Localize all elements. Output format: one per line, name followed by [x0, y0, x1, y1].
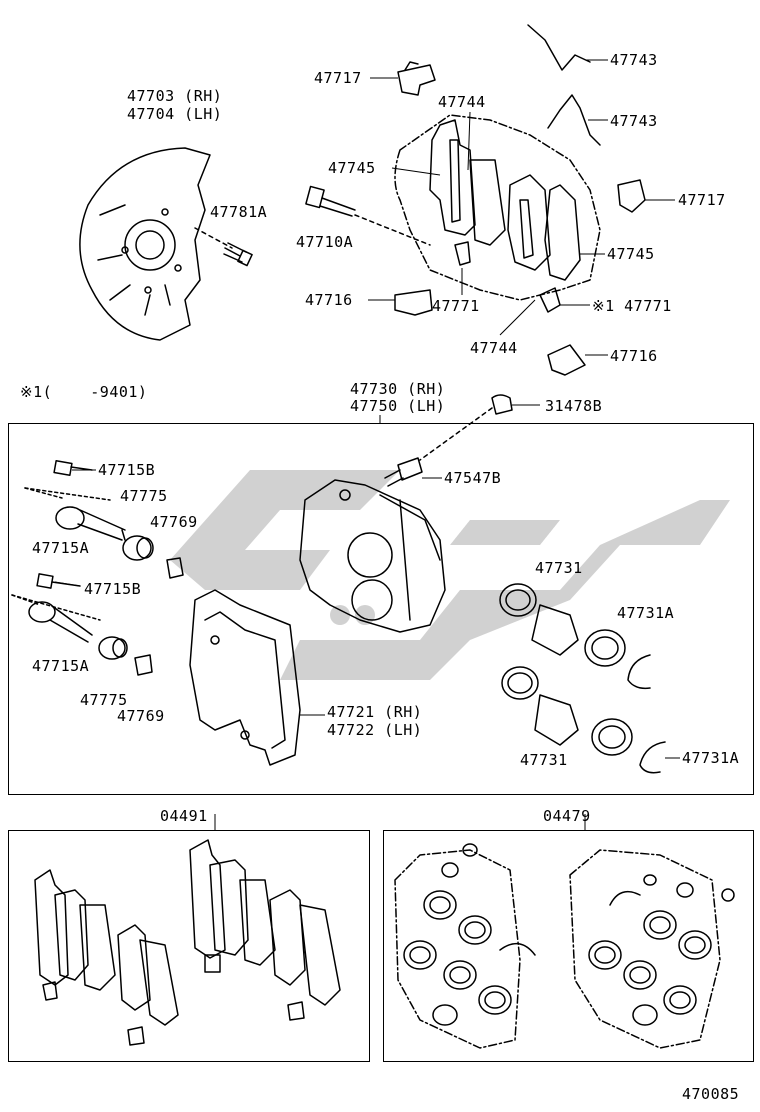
label-pad-lower: 47744 — [470, 339, 518, 357]
caliper-assembly-box — [8, 423, 754, 795]
piston-set-upper — [499, 583, 651, 690]
spring-47743-a — [527, 24, 591, 71]
boot-upper — [122, 535, 154, 561]
cap-31478b — [491, 394, 513, 415]
piston-set-lower — [501, 666, 666, 774]
label-spring-2: 47743 — [610, 112, 658, 130]
dust-shield — [79, 147, 211, 341]
label-pin-2: 47715A — [32, 657, 90, 675]
clip-47716-left — [394, 289, 433, 316]
seal-kit-box — [383, 830, 754, 1062]
label-kit-pads: 04491 — [160, 807, 208, 825]
label-ring-upper: 47731A — [617, 604, 675, 622]
label-clip-right: 47717 — [678, 191, 726, 209]
label-footnote: ※1( -9401) — [20, 383, 148, 401]
label-boot-1: 47775 — [120, 487, 168, 505]
label-bolt-shield: 47781A — [210, 203, 268, 221]
clip-47717-right — [617, 179, 646, 213]
brake-pads-upper — [429, 119, 581, 281]
diagram-id: 470085 — [682, 1085, 740, 1103]
caliper-body — [299, 479, 446, 633]
label-pin-bolt-1: 47715B — [98, 461, 156, 479]
leader-lines — [54, 59, 680, 830]
label-caliper-rh: 47730 (RH) — [350, 380, 446, 398]
label-mount-lh: 47722 (LH) — [327, 721, 423, 739]
label-bush-1: 47769 — [150, 513, 198, 531]
clip-47716-right — [547, 344, 586, 376]
spring-47743-b — [547, 94, 601, 146]
label-shim-right: 47745 — [607, 245, 655, 263]
guide-pin-upper — [55, 506, 126, 541]
label-clip-bottom-left: 47716 — [305, 291, 353, 309]
label-shield-lh: 47704 (LH) — [127, 105, 223, 123]
bolt-47710a — [305, 185, 356, 217]
label-piston-upper: 47731 — [535, 559, 583, 577]
bush-lower — [134, 654, 153, 676]
label-boot-2: 47775 — [80, 691, 128, 709]
pad-kit-box — [8, 830, 370, 1062]
label-shim-left: 47745 — [328, 159, 376, 177]
label-kit-seals: 04479 — [543, 807, 591, 825]
boot-lower — [98, 636, 128, 660]
label-piston-lower: 47731 — [520, 751, 568, 769]
guide-pin-lower — [28, 601, 93, 643]
label-bleeder: 47547B — [444, 469, 502, 487]
label-indicator-2: ※1 47771 — [592, 297, 672, 315]
kit-04491-pads — [34, 839, 341, 1046]
label-clip-top: 47717 — [314, 69, 362, 87]
label-bolt-mount: 47710A — [296, 233, 354, 251]
mounting-bracket — [189, 589, 301, 766]
label-shield-rh: 47703 (RH) — [127, 87, 223, 105]
label-indicator-1: 47771 — [432, 297, 480, 315]
kit-04479-seals — [394, 843, 735, 1049]
bolt-47781a — [223, 242, 253, 267]
label-mount-rh: 47721 (RH) — [327, 703, 423, 721]
label-ring-lower: 47731A — [682, 749, 740, 767]
label-pin-bolt-2: 47715B — [84, 580, 142, 598]
pad-carrier-outline — [394, 114, 601, 301]
label-spring-1: 47743 — [610, 51, 658, 69]
label-pin-1: 47715A — [32, 539, 90, 557]
label-clip-bottom-right: 47716 — [610, 347, 658, 365]
bleeder-47547b — [384, 457, 423, 487]
label-bush-2: 47769 — [117, 707, 165, 725]
label-cap: 31478B — [545, 397, 603, 415]
clip-47717-top — [397, 61, 436, 96]
bush-upper — [166, 557, 184, 579]
label-pad-upper: 47744 — [438, 93, 486, 111]
label-caliper-lh: 47750 (LH) — [350, 397, 446, 415]
